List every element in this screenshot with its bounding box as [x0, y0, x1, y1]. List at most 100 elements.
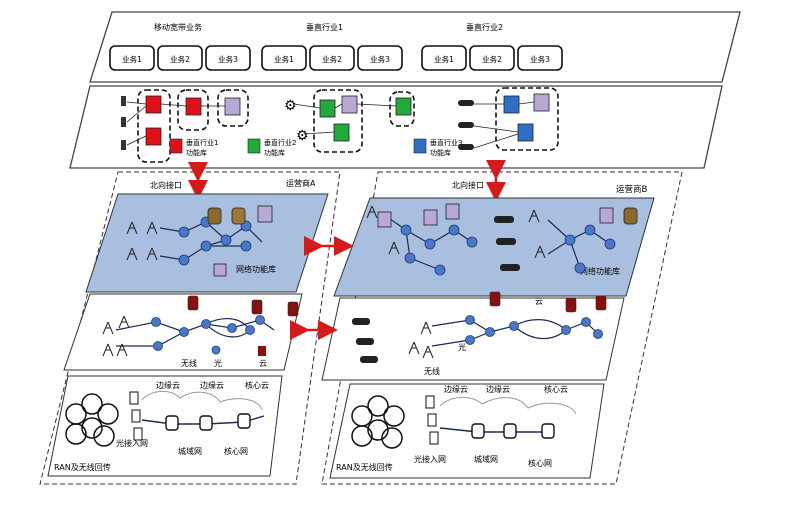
- optical-access-label-b: 光接入网: [414, 454, 446, 464]
- legend-label: 功能库: [430, 148, 451, 157]
- service-group-title: 垂直行业2: [466, 22, 503, 32]
- ran-cell-icon: [381, 427, 403, 449]
- network-function: [517, 123, 534, 142]
- northbound-label-b: 北向接口: [452, 180, 484, 190]
- network-function: [185, 97, 202, 116]
- car-icon: [458, 100, 474, 106]
- optical-node-icon: [129, 391, 139, 405]
- label-wireless-b: 无线: [424, 366, 440, 376]
- network-node: [178, 226, 190, 238]
- network-function: [145, 95, 162, 114]
- ran-cell-icon: [81, 393, 103, 415]
- antenna-icon: [528, 209, 540, 223]
- antenna-icon: [126, 221, 138, 235]
- network-node: [424, 238, 436, 250]
- edge-cloud-label-a2: 边缘云: [200, 380, 224, 390]
- service-box[interactable]: [109, 45, 155, 71]
- network-node: [584, 224, 596, 236]
- robot-arm-icon: ⚙: [284, 98, 297, 114]
- nf-library-label-a: 网络功能库: [236, 264, 276, 274]
- cloud-server-icon: [258, 346, 266, 356]
- router-icon: [199, 415, 213, 431]
- service-label: 业务1: [434, 54, 454, 64]
- car-icon: [496, 238, 516, 245]
- network-node: [574, 262, 586, 274]
- storage-icon: [231, 207, 246, 225]
- network-node: [200, 240, 212, 252]
- service-box[interactable]: [205, 45, 251, 71]
- car-icon: [352, 318, 370, 325]
- network-function: [341, 95, 358, 114]
- network-function: [213, 263, 227, 277]
- metro-label-a: 城域网: [178, 446, 202, 456]
- service-box[interactable]: [157, 45, 203, 71]
- edge-cloud-label-b: 边缘云: [444, 384, 468, 394]
- cloud-server-icon: [187, 295, 199, 311]
- network-node: [434, 264, 446, 276]
- cloud-server-icon: [565, 297, 577, 313]
- ran-cell-icon: [367, 419, 389, 441]
- label-wireless-a: 无线: [181, 358, 197, 368]
- network-function: [145, 127, 162, 146]
- network-node: [593, 329, 603, 339]
- storage-icon: [207, 207, 222, 225]
- legend-swatch: [169, 138, 183, 154]
- optical-node-icon: [133, 427, 143, 441]
- network-node: [465, 335, 475, 345]
- network-function: [445, 203, 460, 220]
- network-node: [581, 317, 591, 327]
- operator-a-label: 运营商A: [286, 178, 316, 188]
- router-icon: [237, 413, 251, 429]
- network-function: [377, 211, 392, 228]
- antenna-icon: [102, 321, 114, 335]
- network-node: [466, 236, 478, 248]
- operator-b-label: 运营商B: [616, 184, 648, 195]
- network-node: [400, 224, 412, 236]
- legend-label: 垂直行业1: [186, 138, 218, 147]
- metro-label-b: 城域网: [474, 454, 498, 464]
- cloud-server-icon: [287, 301, 299, 317]
- legend-label: 功能库: [186, 148, 207, 157]
- antenna-icon: [126, 247, 138, 261]
- antenna-icon: [146, 247, 158, 261]
- service-box[interactable]: [517, 45, 563, 71]
- antenna-icon: [534, 245, 546, 259]
- network-node: [604, 238, 616, 250]
- service-box[interactable]: [309, 45, 355, 71]
- function-slices: ⚙⚙: [121, 87, 559, 163]
- network-node: [404, 252, 416, 264]
- nf-library-panel-b: [333, 197, 655, 297]
- ran-cell-icon: [65, 423, 87, 445]
- antenna-icon: [146, 221, 158, 235]
- network-node: [178, 254, 190, 266]
- service-label: 业务3: [218, 54, 238, 64]
- router-icon: [541, 423, 555, 439]
- car-icon: [494, 216, 514, 223]
- service-box[interactable]: [469, 45, 515, 71]
- operator-a-box: [39, 171, 341, 485]
- service-label: 业务2: [322, 54, 342, 64]
- legend-label: 功能库: [264, 148, 285, 157]
- ran-cell-icon: [351, 425, 373, 447]
- slice-boundary: [495, 87, 559, 151]
- network-node: [465, 315, 475, 325]
- router-icon: [165, 415, 179, 431]
- network-node: [485, 327, 495, 337]
- label-optical-a: 光: [214, 358, 222, 368]
- service-box[interactable]: [357, 45, 403, 71]
- edge-cloud-label-b2: 边缘云: [486, 384, 510, 394]
- service-box[interactable]: [261, 45, 307, 71]
- edge-cloud-label-a: 边缘云: [156, 380, 180, 390]
- phone-icon: [121, 117, 126, 127]
- service-box[interactable]: [421, 45, 467, 71]
- service-layer-panel: [89, 11, 741, 83]
- ran-label-b: RAN及无线回传: [336, 462, 393, 472]
- network-node: [179, 327, 189, 337]
- ran-cell-icon: [383, 405, 405, 427]
- core-cloud-label-a: 核心云: [245, 380, 269, 390]
- network-function: [333, 123, 350, 142]
- network-node: [255, 315, 265, 325]
- antenna-icon: [420, 321, 432, 335]
- car-icon: [458, 122, 474, 128]
